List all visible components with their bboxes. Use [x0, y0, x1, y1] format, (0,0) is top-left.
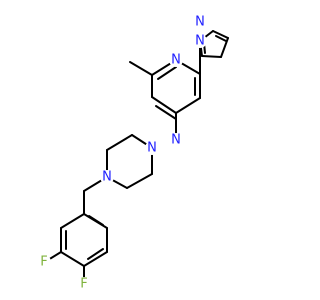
bond — [47, 251, 62, 261]
molecule-structure-canvas: N N N N N N F F — [37, 14, 229, 292]
bond — [126, 173, 153, 189]
atom-label-n-piperazine-2: N — [100, 170, 114, 185]
nitrogen-label: N — [171, 133, 181, 148]
bond — [201, 55, 222, 58]
bond — [155, 105, 177, 120]
nitrogen-label: N — [195, 34, 205, 49]
bond — [88, 215, 104, 226]
nitrogen-label: N — [195, 15, 205, 30]
bond — [157, 66, 177, 80]
bond — [215, 35, 227, 42]
benzene-ring — [60, 213, 108, 267]
atom-label-f-2: F — [77, 277, 91, 292]
bond — [60, 251, 85, 267]
atom-label-n-piperazine-1: N — [145, 141, 159, 156]
bond — [60, 213, 85, 229]
bond — [175, 97, 201, 114]
bond — [212, 30, 229, 39]
pyrimidine-ring — [151, 59, 201, 120]
atom-label-n-pyrazole-2: N — [193, 15, 207, 30]
atom-label-n-pyrazole-1: N — [193, 34, 207, 49]
bond — [87, 248, 104, 260]
fluorine-label: F — [80, 277, 87, 292]
fluorine-label: F — [40, 255, 47, 270]
bond — [151, 96, 177, 114]
atom-label-f-1: F — [37, 255, 51, 270]
bond — [220, 37, 229, 58]
piperazine-ring — [106, 134, 153, 189]
nitrogen-label: N — [171, 53, 181, 68]
methyl-bond — [129, 61, 153, 76]
bond — [83, 251, 108, 267]
atom-label-n-pyrimidine-1: N — [169, 53, 183, 68]
atom-label-n-pyrimidine-2: N — [169, 133, 183, 148]
molecule-structure-drawing: N N N N N N F F — [37, 14, 229, 292]
bond — [106, 134, 133, 151]
nitrogen-label: N — [102, 170, 112, 185]
nitrogen-label: N — [147, 141, 157, 156]
